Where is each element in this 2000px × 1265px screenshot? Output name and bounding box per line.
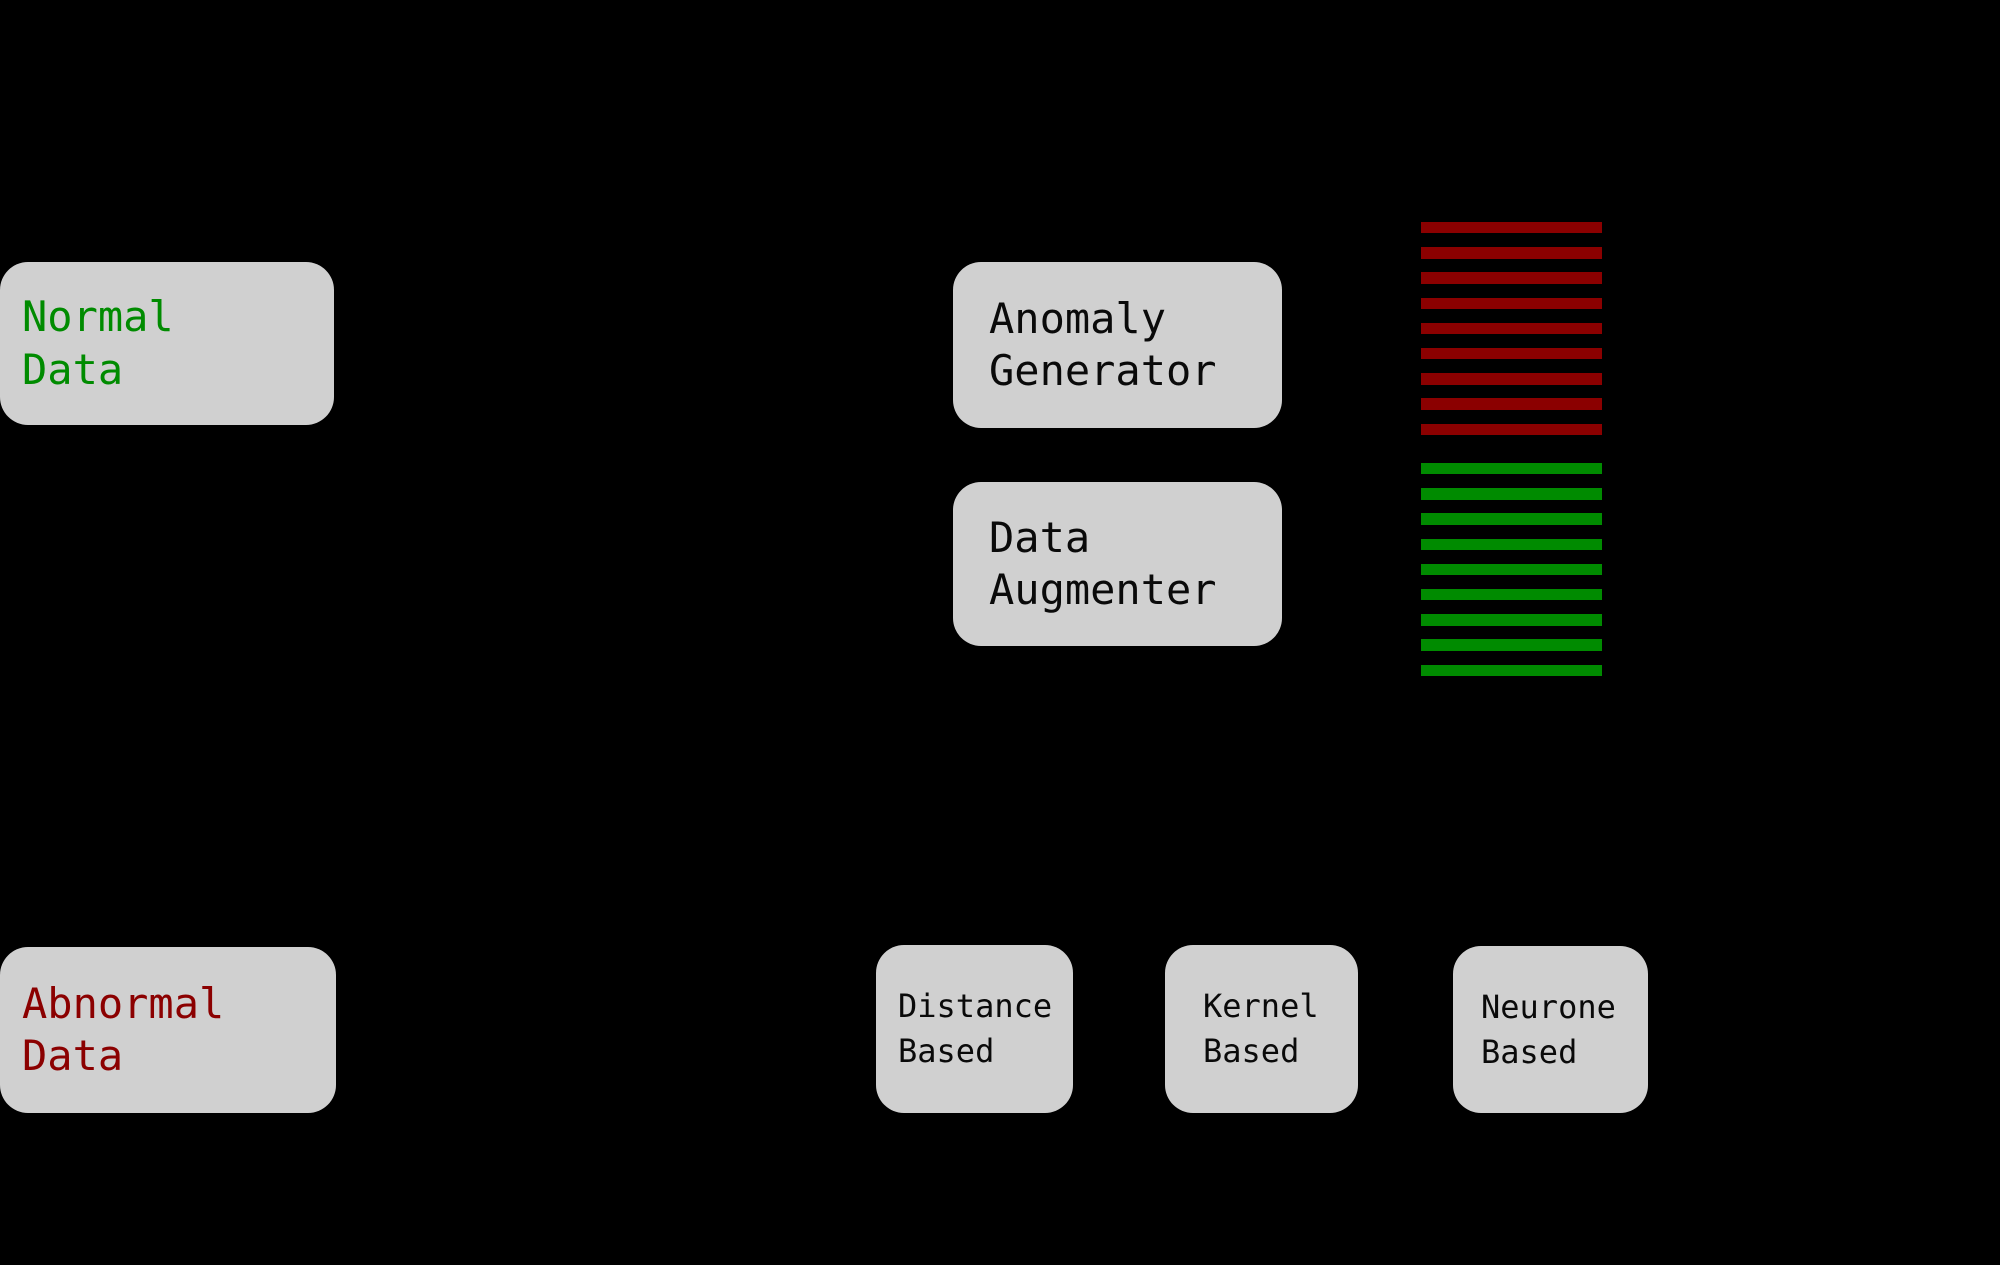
neurone-based-label-line1: Neurone [1481,987,1616,1026]
distance-based-label-line2: Based [898,1032,995,1070]
green-stripe [1421,488,1602,500]
distance-based-label-line1: Distance [898,987,1053,1026]
anomaly-generator-label-line2: Generator [989,346,1217,395]
data-augmenter-label-line1: Data [989,512,1091,562]
green-stripe [1421,563,1602,576]
red-stripe [1421,423,1602,435]
distance-based-node: Distance Based [876,945,1073,1113]
red-stripe [1421,322,1602,335]
green-stripe [1421,639,1602,651]
anomaly-generator-label-line1: Anomaly [989,293,1167,343]
green-stripe [1421,463,1602,475]
abnormal-sample-stripes [1421,222,1602,435]
abnormal-data-label-line1: Abnormal [22,978,225,1028]
data-augmenter-node: Data Augmenter [953,482,1282,646]
normal-data-node: Normal Data [0,262,334,425]
kernel-based-node: Kernel Based [1165,945,1358,1113]
kernel-based-label-line1: Kernel [1203,987,1319,1026]
green-stripe [1421,614,1602,626]
abnormal-data-label-line2: Data [22,1031,124,1080]
kernel-based-label-line2: Based [1203,1032,1300,1070]
normal-data-label-line1: Normal [22,292,174,341]
neurone-based-label-line2: Based [1481,1032,1578,1071]
abnormal-data-node: Abnormal Data [0,947,336,1113]
red-stripe [1421,398,1602,410]
anomaly-generator-node: Anomaly Generator [953,262,1282,428]
neurone-based-node: Neurone Based [1453,946,1648,1113]
normal-sample-stripes [1421,463,1602,676]
green-stripe [1421,664,1602,676]
red-stripe [1421,247,1602,259]
red-stripe [1421,272,1602,284]
red-stripe [1421,373,1602,385]
red-stripe [1421,347,1602,360]
green-stripe [1421,513,1602,525]
red-stripe [1421,297,1602,309]
green-stripe [1421,538,1602,550]
data-augmenter-label-line2: Augmenter [989,565,1217,614]
normal-data-label-line2: Data [22,344,124,394]
green-stripe [1421,588,1602,601]
red-stripe [1421,222,1602,234]
